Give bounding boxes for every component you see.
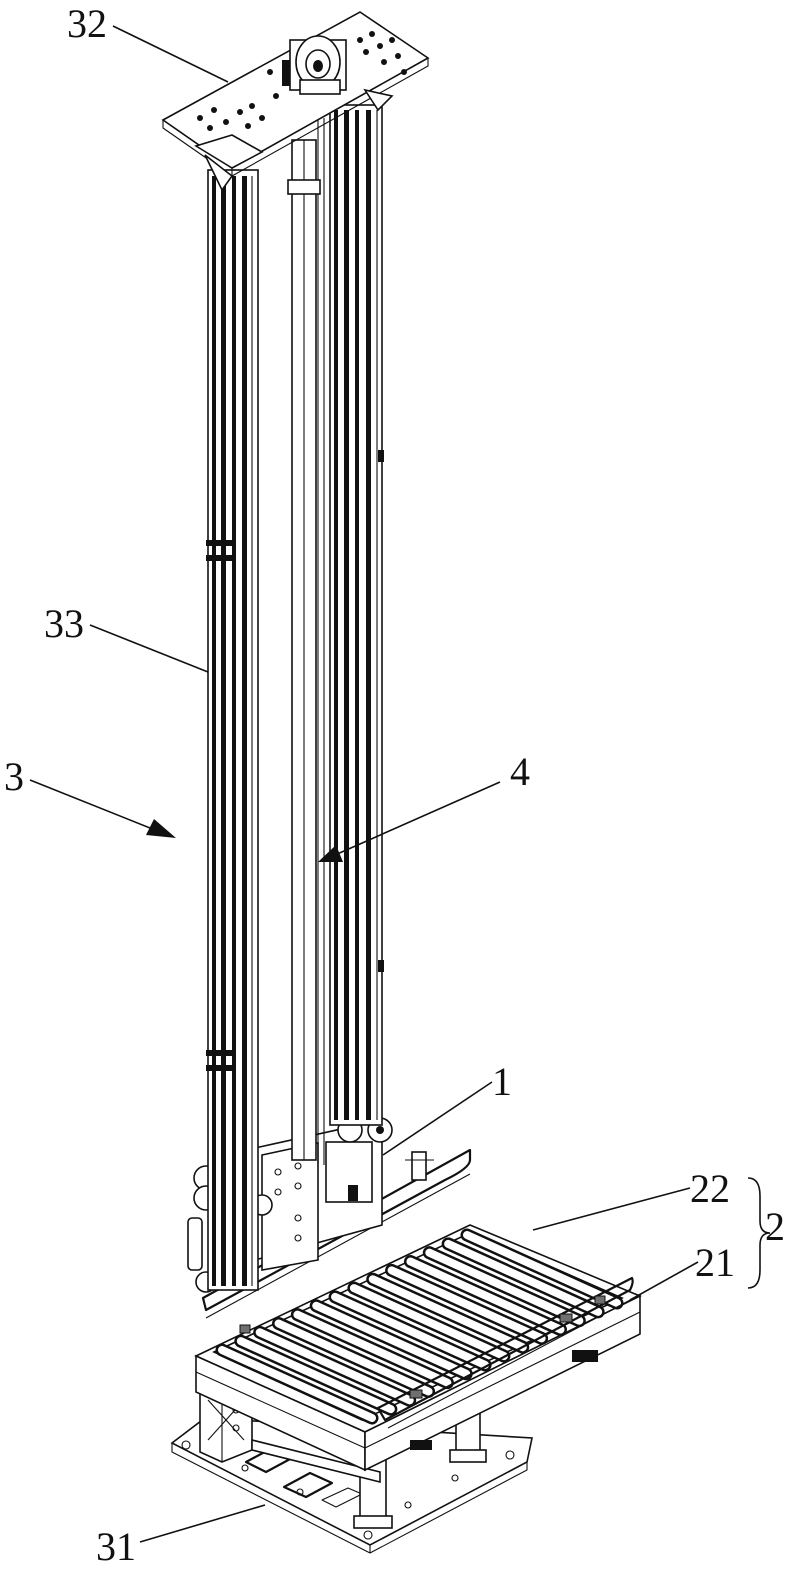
conveyor-roller-face — [274, 1319, 433, 1396]
conveyor-roller-face — [349, 1284, 508, 1361]
bolt-hole — [237, 109, 243, 115]
arrowhead-4 — [318, 845, 343, 862]
arrowhead-3 — [146, 819, 176, 838]
bolt-hole — [357, 37, 363, 43]
top-plate-holes — [197, 31, 407, 131]
conveyor-roller-face — [218, 1346, 376, 1422]
conveyor-roller-face — [444, 1239, 603, 1316]
conveyor-roller-face — [236, 1337, 395, 1414]
callout-2: 2 — [765, 1204, 785, 1249]
callout-labels: 32 33 3 4 1 22 21 2 31 — [4, 1, 785, 1569]
callout-33: 33 — [44, 601, 84, 646]
leader-1 — [382, 1081, 493, 1156]
bolt-hole — [389, 37, 395, 43]
bolt-hole — [207, 125, 213, 131]
callout-32: 32 — [67, 1, 107, 46]
leader-4 — [334, 781, 501, 856]
bolt-hole — [197, 115, 203, 121]
conveyor-roller-face — [463, 1231, 621, 1307]
leader-lines — [29, 25, 771, 1543]
leader-33 — [89, 624, 209, 673]
callout-21: 21 — [695, 1240, 735, 1285]
conveyor-roller-face — [293, 1310, 452, 1387]
conveyor-roller-face — [255, 1328, 414, 1405]
callout-3: 3 — [4, 754, 24, 799]
bolt-hole — [223, 119, 229, 125]
bolt-hole — [369, 31, 375, 37]
bolt-hole — [381, 59, 387, 65]
roller-conveyor — [194, 1148, 642, 1472]
top-plate — [161, 11, 430, 192]
bolt-hole — [245, 123, 251, 129]
callout-4: 4 — [510, 749, 530, 794]
conveyor-roller-face — [387, 1266, 546, 1343]
leader-31 — [139, 1504, 266, 1543]
bolt-hole — [211, 107, 217, 113]
bolt-hole — [249, 103, 255, 109]
bolt-hole — [401, 69, 407, 75]
roller-group — [215, 1228, 624, 1425]
bolt-hole — [377, 43, 383, 49]
bolt-hole — [259, 115, 265, 121]
conveyor-roller-face — [406, 1257, 565, 1334]
lift-column — [206, 104, 384, 1291]
callout-1: 1 — [492, 1059, 512, 1104]
brace-2 — [747, 1177, 771, 1289]
conveyor-roller-face — [312, 1301, 471, 1378]
bolt-hole — [267, 69, 273, 75]
leader-32 — [112, 25, 229, 83]
bolt-hole — [395, 53, 401, 59]
leader-21 — [629, 1261, 699, 1301]
leader-22 — [532, 1187, 691, 1231]
callout-22: 22 — [690, 1166, 730, 1211]
conveyor-roller-face — [331, 1292, 490, 1369]
bolt-hole — [363, 49, 369, 55]
conveyor-roller-face — [425, 1248, 584, 1325]
callout-31: 31 — [96, 1524, 136, 1569]
leader-3 — [29, 779, 161, 833]
bolt-hole — [273, 93, 279, 99]
conveyor-roller-face — [368, 1275, 527, 1352]
